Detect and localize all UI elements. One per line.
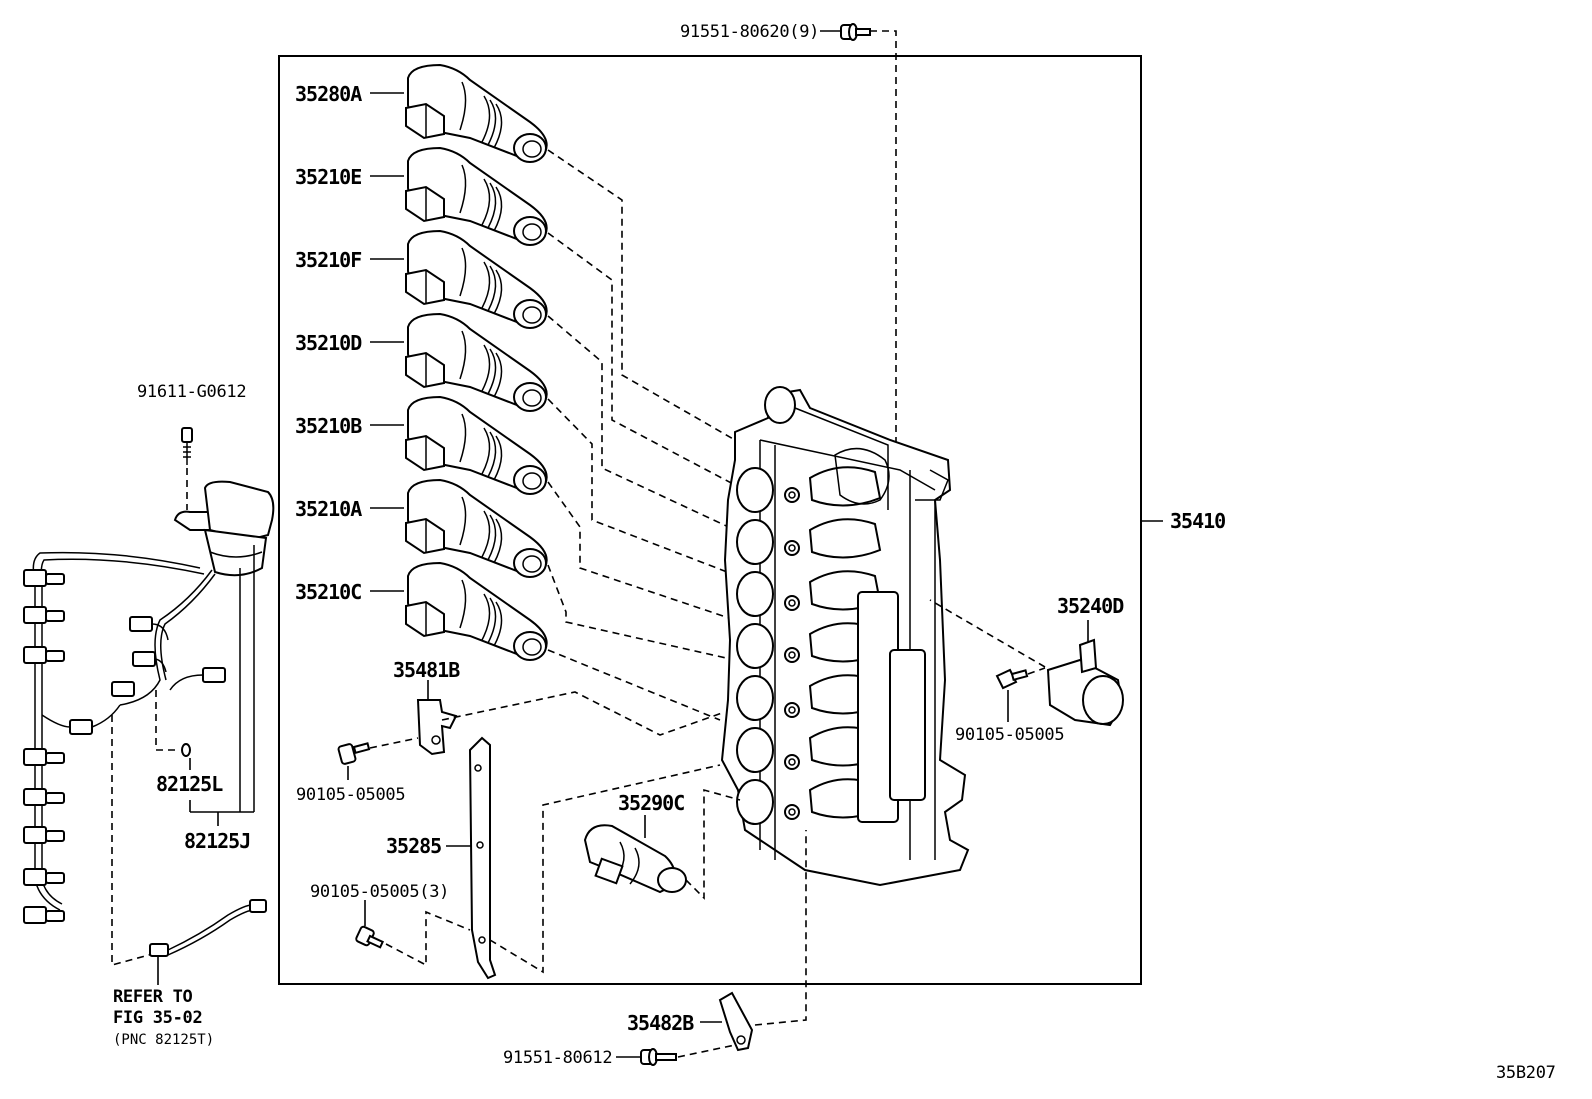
valve-bore [736,467,774,513]
label-35210C: 35210C [295,580,361,604]
refer-note-line3: (PNC 82125T) [113,1032,214,1048]
solenoid-35240D-icon [929,599,1124,727]
label-35285: 35285 [386,834,441,858]
valve-body-icon [720,386,970,887]
bracket-35482B-icon [700,830,807,1052]
valve-body-bolt-icon [784,487,800,503]
valve-body-bolt-icon [784,754,800,770]
solenoid-35210A-icon [370,478,548,578]
label-82125L: 82125L [156,772,223,796]
harness-connector-icon [23,569,47,587]
figure-code: 35B207 [1496,1063,1556,1083]
valve-bore [736,623,774,669]
wire-harness-icon [23,427,275,985]
solenoid-35210D-icon [370,312,548,412]
bolt-90105-b-icon [995,667,1046,722]
label-35210E: 35210E [295,165,361,189]
label-82125J: 82125J [184,829,250,853]
refer-note-line2: FIG 35-02 [113,1008,202,1028]
label-35481B: 35481B [393,658,460,682]
solenoid-35210C-icon [370,561,548,661]
label-91611: 91611-G0612 [137,382,246,402]
solenoid-35210E-icon [370,146,548,246]
solenoid-35290C-icon [583,788,741,900]
label-91551-80612: 91551-80612 [503,1048,612,1068]
bolt-90105-a-icon [337,737,419,780]
label-35240D: 35240D [1057,594,1124,618]
label-35210A: 35210A [295,497,362,521]
label-90105-a: 90105-05005 [296,785,405,805]
valve-body-bolt-icon [784,595,800,611]
valve-body-bolt-icon [784,647,800,663]
label-35482B: 35482B [627,1011,694,1035]
valve-bore [736,675,774,721]
label-35210B: 35210B [295,414,362,438]
refer-note-line1: REFER TO [113,987,193,1007]
valve-body-bolt-icon [784,540,800,556]
harness-connector-icon [23,646,47,664]
valve-body-bolt-icon [784,702,800,718]
label-35210F: 35210F [295,248,361,272]
bolt-90105-3-icon [355,764,721,974]
label-35280A: 35280A [295,82,362,106]
solenoid-routes [547,149,736,721]
valve-bore [736,571,774,617]
plate-35285-icon [446,736,497,980]
valve-spool [808,518,882,559]
harness-connector-icon [23,906,47,924]
valve-bore [736,519,774,565]
label-35410: 35410 [1170,509,1225,533]
assembly-frame [278,55,1142,985]
solenoid-35280A-icon [370,63,548,163]
harness-connector-icon [23,788,47,806]
valve-spool [808,466,882,507]
harness-connector-icon [23,748,47,766]
harness-connector-icon [23,606,47,624]
harness-connector-icon [23,868,47,886]
solenoid-35210B-icon [370,395,548,495]
bracket-35481B-icon [416,680,723,756]
bolt-91551-80612-icon [616,1044,736,1066]
harness-connector-icon [23,826,47,844]
solenoid-group [370,63,548,661]
label-90105-3: 90105-05005(3) [310,882,449,902]
label-91551-80620: 91551-80620(9) [680,22,819,42]
label-90105-b: 90105-05005 [955,725,1064,745]
solenoid-35210F-icon [370,229,548,329]
valve-bore [736,779,774,825]
label-35210D: 35210D [295,331,362,355]
valve-body-bolt-icon [784,804,800,820]
label-35290C: 35290C [618,791,684,815]
valve-bore [736,727,774,773]
bolt-91551-80620-icon [820,23,897,470]
